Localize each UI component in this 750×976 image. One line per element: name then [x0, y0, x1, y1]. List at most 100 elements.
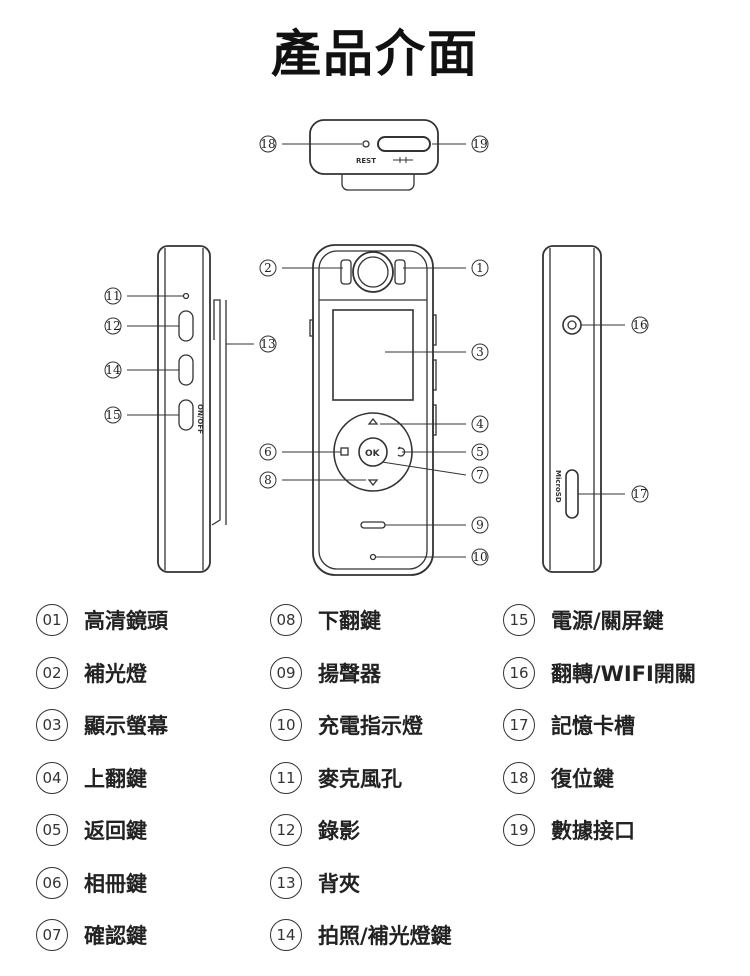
legend-label: 數據接口: [551, 819, 635, 843]
legend-item: 12 錄影: [270, 810, 360, 850]
legend-number: 17: [503, 709, 535, 741]
charging-led: [369, 553, 377, 561]
down-arrow-icon: [367, 479, 379, 487]
callout-4: 4: [471, 415, 489, 433]
legend-label: 電源/關屏鍵: [551, 609, 664, 633]
flash-light-right: [394, 259, 406, 285]
svg-text:4: 4: [476, 417, 484, 431]
camera-lens-icon: [352, 251, 394, 293]
svg-text:8: 8: [264, 473, 272, 487]
left-side-view: ON/OFF: [127, 245, 254, 573]
front-view: OK: [282, 244, 467, 576]
callout-18: 18: [259, 135, 277, 153]
callout-17: 17: [631, 485, 649, 503]
product-diagram: REST ON/OFF OK: [104, 119, 649, 576]
callout-2: 2: [259, 259, 277, 277]
legend-item: 03 顯示螢幕: [36, 705, 168, 745]
legend-number: 04: [36, 761, 68, 794]
usb-symbol-icon: [393, 157, 413, 163]
reset-hole-icon: [362, 140, 370, 148]
svg-text:10: 10: [472, 550, 487, 564]
legend-label: 下翻鍵: [318, 609, 381, 633]
legend-item: 10 充電指示燈: [270, 705, 423, 745]
legend-label: 記憶卡槽: [551, 714, 635, 738]
microsd-label: MicroSD: [554, 470, 562, 503]
legend-label: 補光燈: [84, 661, 147, 686]
legend-number: 11: [270, 761, 302, 794]
mic-hole-icon: [182, 292, 190, 300]
legend-number: 16: [503, 656, 535, 689]
callout-8: 8: [259, 471, 277, 489]
callout-15: 15: [104, 406, 122, 424]
legend-number: 12: [270, 814, 302, 846]
ok-button: [358, 437, 388, 467]
svg-text:9: 9: [476, 518, 484, 532]
legend-item: 17 記憶卡槽: [503, 705, 635, 745]
legend-number: 09: [270, 656, 302, 689]
callout-6: 6: [259, 443, 277, 461]
svg-text:17: 17: [632, 487, 647, 501]
legend-label: 上翻鍵: [84, 766, 147, 791]
legend-number: 13: [270, 866, 302, 899]
svg-text:13: 13: [260, 337, 275, 351]
legend-number: 10: [270, 709, 302, 741]
legend-item: 02 補光燈: [36, 653, 147, 693]
svg-text:3: 3: [476, 345, 484, 359]
svg-text:7: 7: [476, 468, 484, 482]
svg-text:14: 14: [105, 363, 121, 377]
rest-label: REST: [356, 157, 376, 165]
legend-label: 高清鏡頭: [84, 609, 168, 633]
flash-light-left: [340, 259, 352, 285]
legend-label: 返回鍵: [84, 819, 147, 843]
svg-text:16: 16: [632, 318, 647, 332]
callout-16: 16: [631, 316, 649, 334]
onoff-label: ON/OFF: [196, 404, 204, 434]
legend-number: 18: [503, 761, 535, 794]
svg-text:12: 12: [105, 319, 120, 333]
legend-number: 02: [36, 656, 68, 689]
legend-label: 背夾: [318, 871, 360, 896]
svg-text:11: 11: [105, 289, 120, 303]
legend-label: 顯示螢幕: [84, 714, 168, 738]
legend-item: 08 下翻鍵: [270, 600, 381, 640]
legend-item: 14 拍照/補光燈鍵: [270, 915, 452, 955]
legend-label: 揚聲器: [318, 661, 381, 686]
legend-label: 相冊鍵: [84, 871, 147, 896]
legend-number: 15: [503, 604, 535, 636]
right-side-view: MicroSD: [542, 245, 625, 573]
up-arrow-icon: [367, 417, 379, 425]
legend-item: 01 高清鏡頭: [36, 600, 168, 640]
callout-10: 10: [471, 548, 489, 566]
legend-number: 03: [36, 709, 68, 741]
display-screen: [332, 309, 414, 401]
callout-19: 19: [471, 135, 489, 153]
legend-number: 08: [270, 604, 302, 636]
callout-7: 7: [471, 466, 489, 484]
svg-text:6: 6: [264, 445, 272, 459]
callout-11: 11: [104, 287, 122, 305]
callout-13: 13: [259, 335, 277, 353]
legend-number: 07: [36, 919, 68, 951]
legend-label: 拍照/補光燈鍵: [318, 924, 452, 948]
svg-text:2: 2: [264, 261, 272, 275]
svg-text:19: 19: [472, 137, 487, 151]
legend-label: 充電指示燈: [318, 714, 423, 738]
usb-c-port-icon: [377, 136, 431, 152]
legend-number: 01: [36, 604, 68, 636]
callout-3: 3: [471, 343, 489, 361]
legend-number: 14: [270, 919, 302, 951]
callout-1: 1: [471, 259, 489, 277]
callout-9: 9: [471, 516, 489, 534]
legend-label: 錄影: [318, 819, 360, 843]
legend-item: 15 電源/關屏鍵: [503, 600, 664, 640]
callout-5: 5: [471, 443, 489, 461]
svg-text:18: 18: [260, 137, 275, 151]
svg-text:5: 5: [476, 445, 484, 459]
legend-item: 09 揚聲器: [270, 653, 381, 693]
